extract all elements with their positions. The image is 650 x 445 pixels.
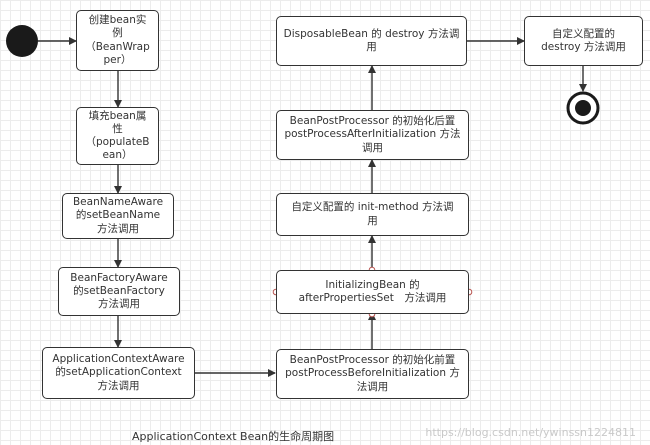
node-before-init[interactable]: BeanPostProcessor 的初始化前置 postProcessBefo… [276, 349, 469, 399]
end-node-icon [566, 91, 600, 125]
node-after-init[interactable]: BeanPostProcessor 的初始化后置 postProcessAfte… [276, 110, 469, 160]
node-bean-name-aware[interactable]: BeanNameAware 的setBeanName 方法调用 [62, 193, 174, 239]
watermark: https://blog.csdn.net/ywinssn1224811 [425, 426, 636, 439]
node-custom-destroy[interactable]: 自定义配置的 destroy 方法调用 [524, 16, 643, 66]
node-create-instance[interactable]: 创建bean实 例 （BeanWrap per） [76, 10, 159, 71]
node-bean-factory-aware[interactable]: BeanFactoryAware 的setBeanFactory 方法调用 [58, 267, 180, 316]
node-disposable-destroy[interactable]: DisposableBean 的 destroy 方法调用 [276, 16, 467, 66]
diagram-caption: ApplicationContext Bean的生命周期图 [132, 430, 335, 443]
node-populate-bean[interactable]: 填充bean属 性 （populateB ean） [76, 107, 159, 165]
node-app-context-aware[interactable]: ApplicationContextAware 的setApplicationC… [42, 347, 195, 399]
node-init-method[interactable]: 自定义配置的 init-method 方法调 用 [276, 193, 469, 236]
start-node-icon [6, 25, 38, 57]
node-after-properties-set[interactable]: InitializingBean 的 afterPropertiesSet 方法… [276, 270, 469, 314]
